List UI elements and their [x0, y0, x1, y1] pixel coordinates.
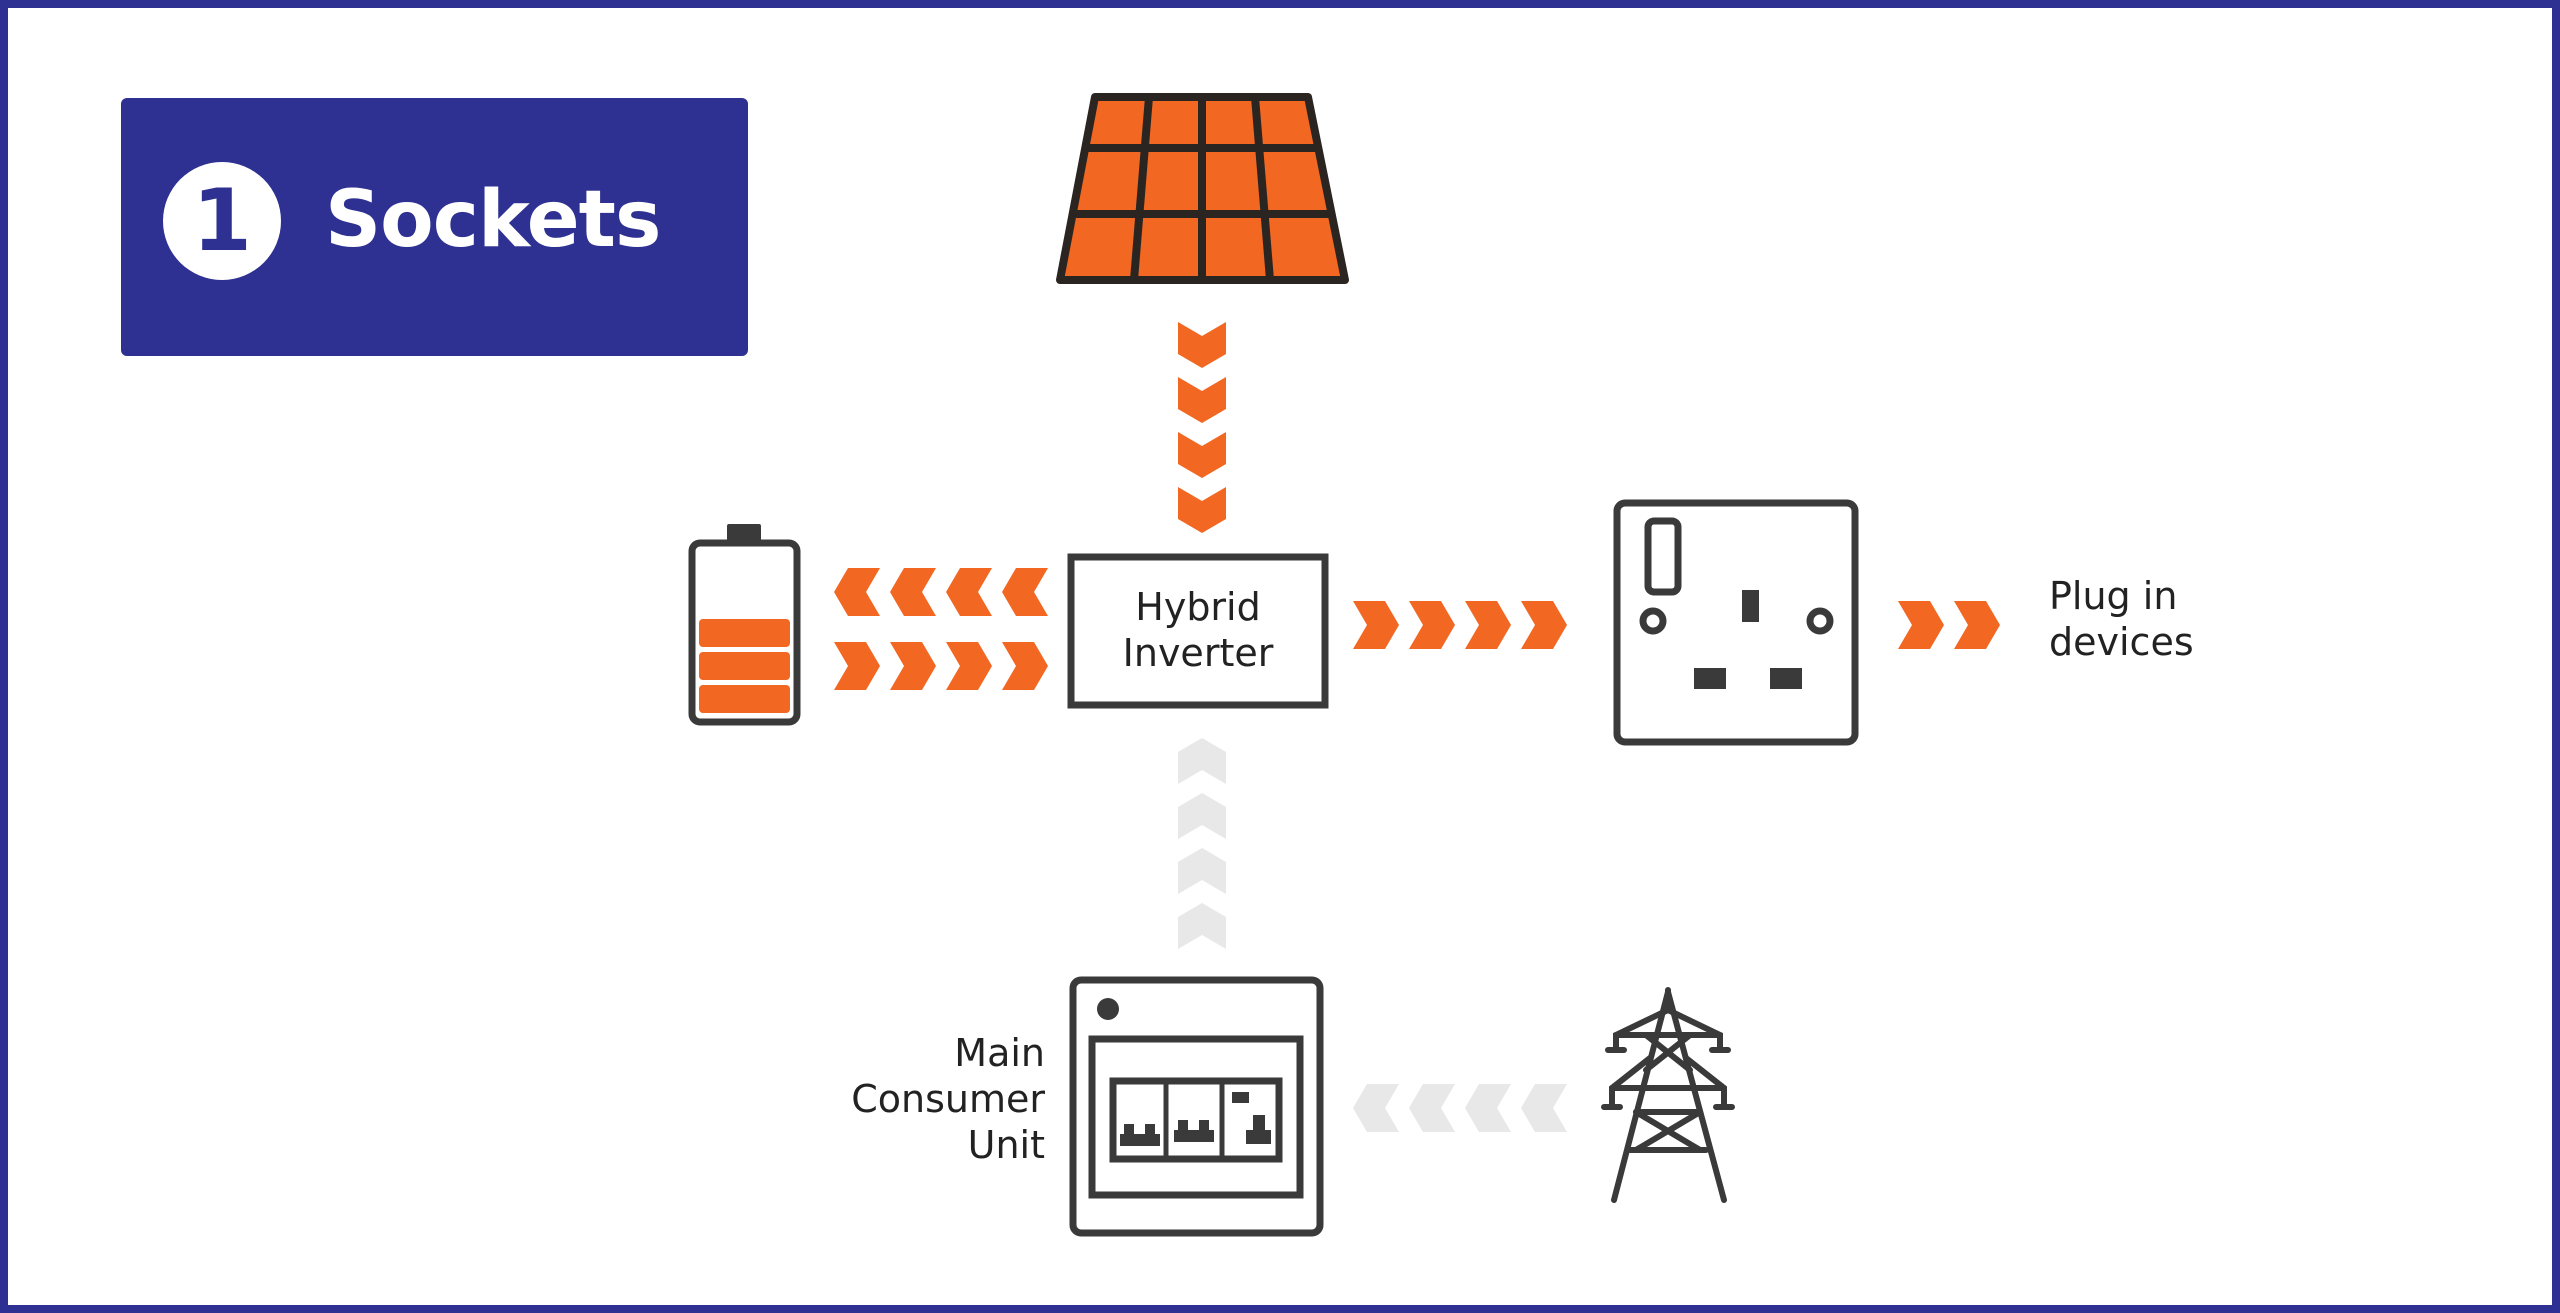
consumer-unit-label-line2: Consumer: [851, 1077, 1045, 1121]
flow-chevron: [1178, 848, 1226, 894]
page-title: Sockets: [325, 175, 661, 265]
inverter-label-line1: Hybrid: [1135, 585, 1261, 629]
flow-chevron: [1178, 738, 1226, 784]
flow-chevron: [1178, 432, 1226, 478]
pylon-icon: [1601, 987, 1735, 1203]
step-number-badge: 1: [163, 162, 281, 280]
plug-devices-label: Plug in devices: [2049, 573, 2194, 665]
flow-chevron: [890, 642, 936, 690]
plug-label-line2: devices: [2049, 620, 2194, 664]
flow-chevron: [1353, 1084, 1399, 1132]
flow-chevron: [1465, 1084, 1511, 1132]
flow-chevron: [1002, 642, 1048, 690]
flow-chevron: [1178, 793, 1226, 839]
inverter-label: Hybrid Inverter: [1071, 584, 1325, 676]
consumer-unit-icon: [1069, 976, 1324, 1237]
flow-chevron: [1178, 903, 1226, 949]
flow-arrows: [834, 322, 2000, 1132]
consumer-unit-label-line1: Main: [954, 1031, 1045, 1075]
consumer-unit-label: Main Consumer Unit: [745, 1030, 1045, 1168]
flow-chevron: [1521, 1084, 1567, 1132]
solar-panel-icon: [1056, 93, 1349, 284]
flow-chevron: [1521, 601, 1567, 649]
flow-chevron: [1178, 487, 1226, 533]
battery-icon: [688, 524, 801, 726]
flow-chevron: [946, 642, 992, 690]
flow-chevron: [1178, 377, 1226, 423]
flow-chevron: [834, 642, 880, 690]
plug-label-line1: Plug in: [2049, 574, 2178, 618]
flow-chevron: [1465, 601, 1511, 649]
flow-chevron: [1353, 601, 1399, 649]
flow-chevron: [834, 568, 880, 616]
inverter-box: [1067, 553, 1329, 709]
battery-bar: [699, 619, 790, 647]
battery-bar: [699, 652, 790, 680]
flow-chevron: [890, 568, 936, 616]
inverter-label-line2: Inverter: [1122, 631, 1274, 675]
flow-chevron: [1898, 601, 1944, 649]
flow-chevron: [1409, 601, 1455, 649]
flow-chevron: [1178, 322, 1226, 368]
flow-chevron: [946, 568, 992, 616]
socket-icon: [1613, 499, 1859, 746]
battery-bar: [699, 685, 790, 713]
flow-chevron: [1954, 601, 2000, 649]
flow-chevron: [1002, 568, 1048, 616]
consumer-unit-label-line3: Unit: [967, 1123, 1045, 1167]
flow-chevron: [1409, 1084, 1455, 1132]
